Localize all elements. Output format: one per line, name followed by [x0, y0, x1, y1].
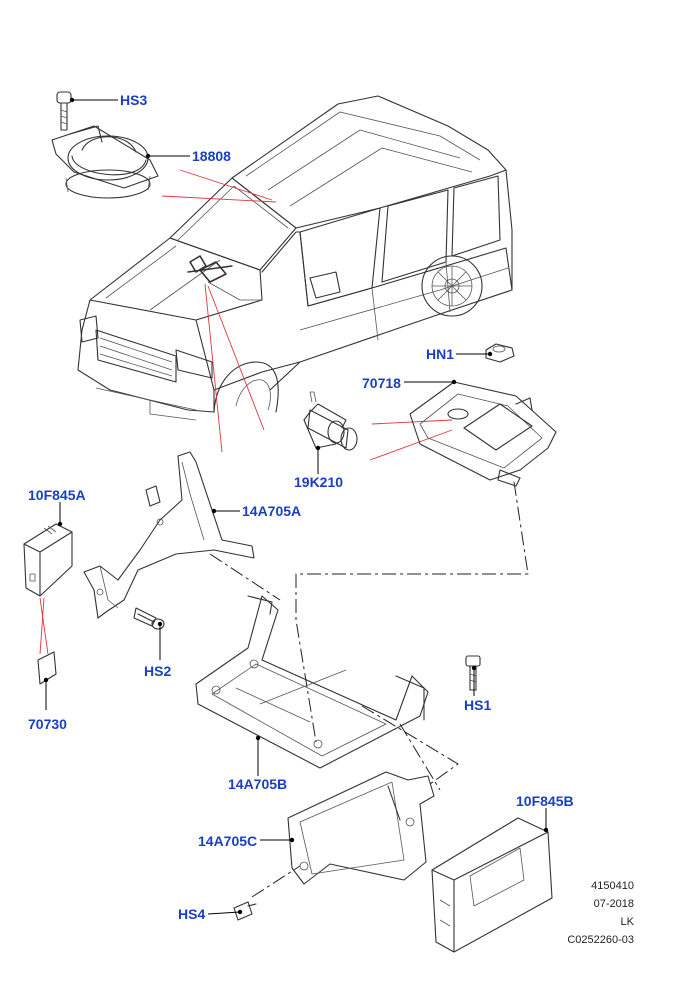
label-14a705a: 14A705A: [242, 503, 302, 519]
bolt-hs4: [233, 901, 257, 921]
battery-19k210: [303, 391, 358, 451]
speaker-18808: [51, 125, 159, 199]
illustration-number: 4150410: [591, 880, 634, 892]
label-hs3: HS3: [120, 92, 148, 108]
module-10f845a: [23, 523, 73, 597]
label-hs2: HS2: [144, 663, 172, 679]
label-10f845a: 10F845A: [28, 487, 86, 503]
label-10f845b: 10F845B: [516, 793, 574, 809]
pad-70730: [37, 651, 57, 685]
leader-lines: [43, 97, 549, 915]
label-18808: 18808: [192, 148, 231, 164]
label-70718: 70718: [362, 375, 401, 391]
label-hs4: HS4: [178, 906, 206, 922]
bracket-14a705c: [287, 771, 435, 885]
callout-lines: [39, 169, 453, 655]
model-code: LK: [620, 916, 634, 928]
label-14a705b: 14A705B: [228, 776, 288, 792]
bolt-hs3: [56, 91, 72, 131]
label-70730: 70730: [28, 716, 67, 732]
reference-code: C0252260-03: [567, 934, 634, 946]
module-10f845b: [431, 817, 553, 953]
label-hs1: HS1: [464, 697, 492, 713]
bracket-14a705b: [195, 595, 429, 769]
nut-hn1: [485, 343, 515, 363]
bolt-hs1: [465, 655, 481, 691]
vehicle-illustration: [77, 95, 513, 421]
illustration-date: 07-2018: [593, 898, 634, 910]
label-hn1: HN1: [426, 346, 455, 362]
label-19k210: 19K210: [294, 474, 344, 490]
bolt-hs2: [133, 607, 165, 630]
assembly-lines: [209, 481, 529, 898]
bracket-14a705a: [83, 451, 255, 619]
label-14a705c: 14A705C: [198, 833, 258, 849]
tray-70718: [409, 381, 557, 487]
